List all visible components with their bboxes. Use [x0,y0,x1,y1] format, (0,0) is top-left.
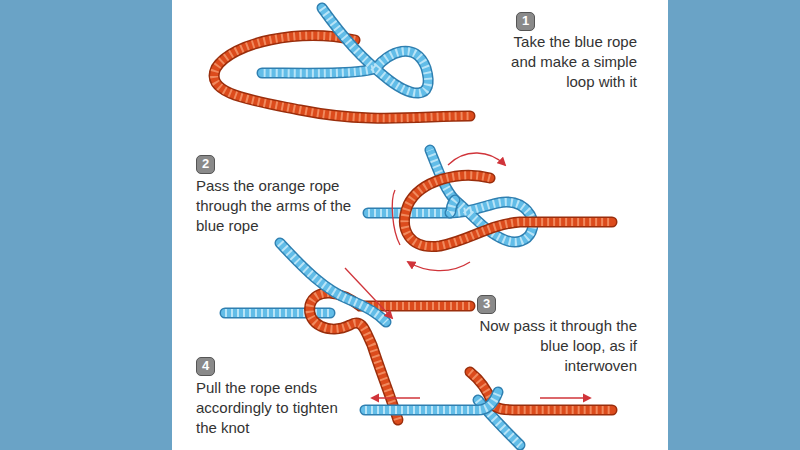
step-number: 2 [197,156,214,172]
step-number-box: 4 [196,357,215,376]
instruction-text: Pull the rope ends accordingly to tighte… [196,378,346,438]
step-number: 4 [197,358,214,374]
step-number-box: 3 [477,295,496,314]
instruction-text: Pass the orange rope through the arms of… [196,176,356,236]
step-number-box: 1 [516,12,535,31]
instruction-text: Now pass it through the blue loop, as if… [477,316,637,376]
step-number: 1 [517,13,534,29]
instruction-text: Take the blue rope and make a simple loo… [507,32,637,92]
step-number: 3 [478,296,495,312]
step-number-box: 2 [196,155,215,174]
